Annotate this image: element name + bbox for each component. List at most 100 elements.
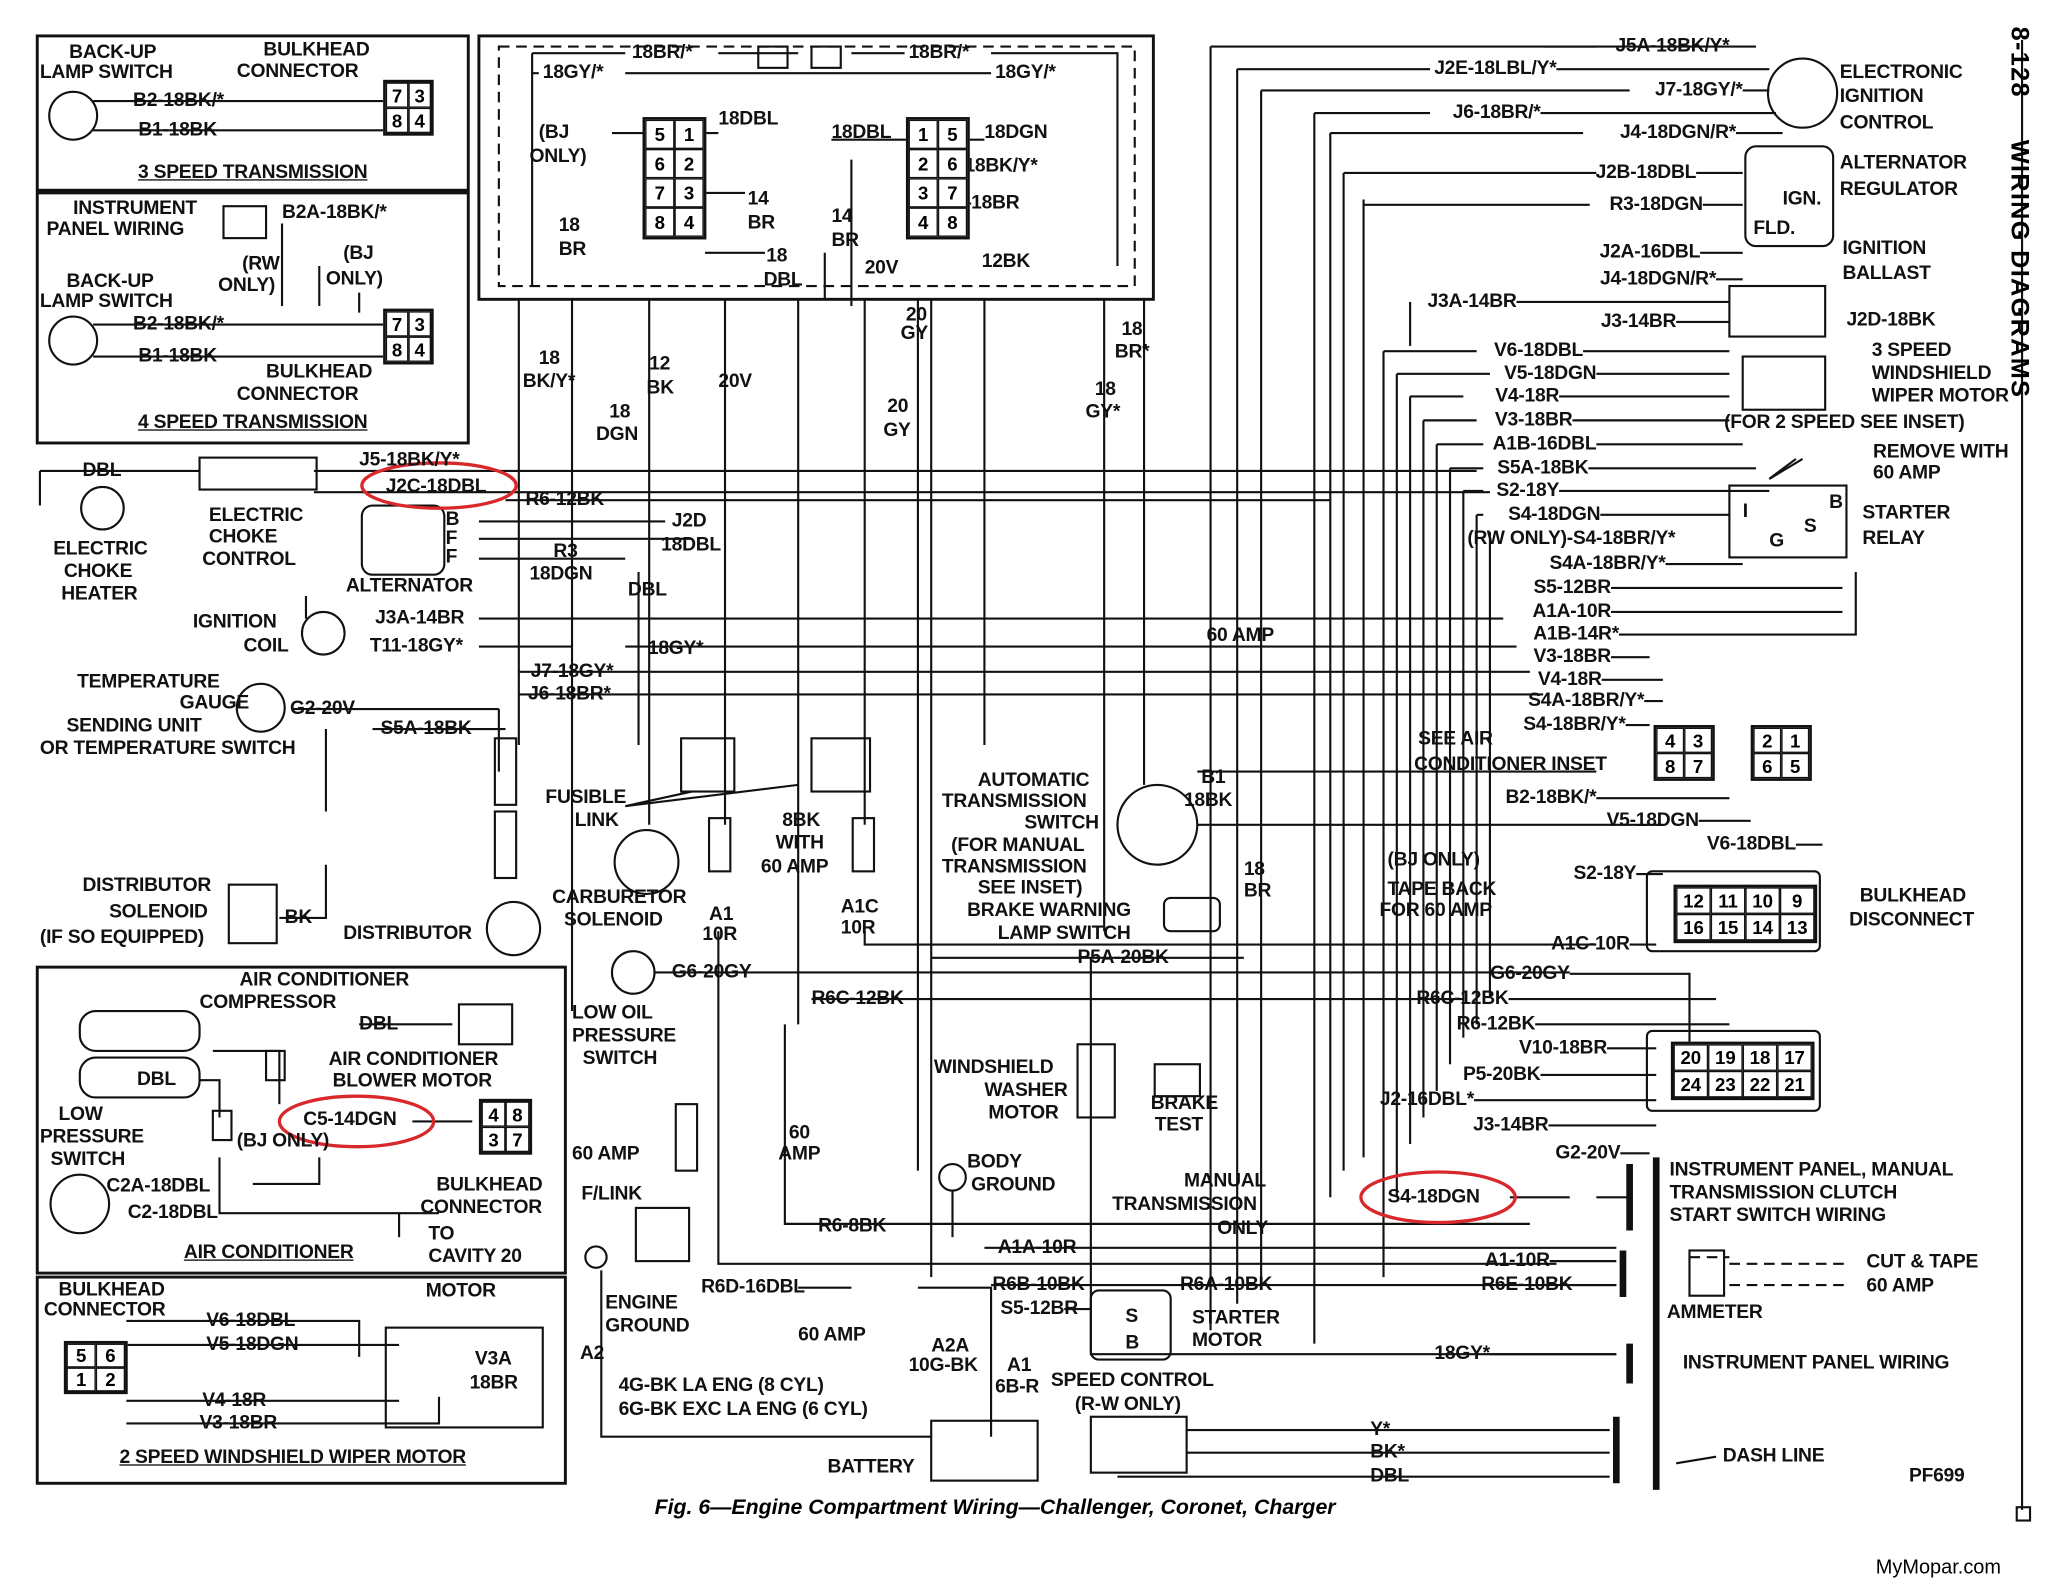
- mid-wire-label: WINDSHIELD: [933, 1057, 1054, 1079]
- ac-wire-label: DBL: [359, 1013, 399, 1035]
- mid-wire-label: A2A: [931, 1335, 970, 1357]
- top-wire-label: ONLY): [529, 146, 587, 168]
- mid-wire-label: B1: [1201, 767, 1226, 789]
- left-wire-label: IGNITION: [192, 611, 277, 633]
- mid-wire-label: 10R: [702, 924, 737, 946]
- far-wire-label: ALTERNATOR: [1839, 152, 1967, 174]
- left-wire-label: ALTERNATOR: [345, 575, 473, 597]
- mid-wire-label: S: [1125, 1306, 1139, 1328]
- connector-pin: 1: [674, 119, 704, 149]
- connector-pin: 2: [1753, 727, 1782, 753]
- right-wire-label: J4-18DGN/R*: [1600, 268, 1717, 290]
- connector-pin: 5: [937, 119, 968, 149]
- box2-wire-label: B2-18BK/*: [133, 313, 224, 335]
- top-wire-label: BK/Y*: [522, 370, 576, 393]
- box2-wire-label: B2A-18BK/*: [282, 201, 387, 224]
- right-wire-label: J2-16DBL*: [1379, 1089, 1474, 1111]
- connector-pin: 16: [1676, 913, 1711, 941]
- page-header: 8-128 WIRING DIAGRAMS: [2003, 26, 2033, 399]
- box1-wire-label: B2-18BK/*: [133, 90, 224, 112]
- far-wire-label: BULKHEAD: [1859, 885, 1966, 907]
- mid-wire-label: BK*: [1370, 1441, 1405, 1463]
- right-wire-label: A1B-14R*: [1533, 623, 1619, 645]
- mid-wire-label: TRANSMISSION: [1112, 1194, 1257, 1216]
- top-wire-label: 18: [609, 401, 631, 423]
- connector-pin: 4: [408, 107, 432, 134]
- left-wire-label: J6-18BR*: [528, 683, 611, 705]
- connector-pin: 4: [1656, 727, 1685, 753]
- mid-wire-label: 18: [1243, 859, 1265, 881]
- far-wire-label: STARTER: [1862, 502, 1951, 524]
- far-wire-label: INSTRUMENT PANEL, MANUAL: [1669, 1159, 1954, 1181]
- right-wire-label: J6-18BR/*: [1452, 102, 1541, 124]
- connector-pin: 11: [1710, 887, 1746, 914]
- mid-wire-label: BODY: [967, 1151, 1022, 1173]
- right-wire-label: (RW ONLY)-S4-18BR/Y*: [1467, 527, 1676, 550]
- mid-wire-label: AUTOMATIC: [977, 769, 1090, 792]
- right-wire-label: S4-18DGN: [1387, 1186, 1480, 1208]
- ac-wire-label: AIR CONDITIONER: [239, 969, 410, 991]
- mid-wire-label: (IF SO EQUIPPED): [39, 926, 204, 949]
- highlight-c5-14dgn: [277, 1094, 436, 1149]
- top-wire-label: 18BR/*: [631, 42, 693, 64]
- mid-wire-label: BRAKE WARNING: [967, 900, 1131, 922]
- ac-wire-label: COMPRESSOR: [199, 992, 337, 1014]
- mid-wire-label: G6-20GY: [671, 961, 752, 983]
- page-number: 8-128: [2004, 26, 2033, 98]
- connector-pin: 3: [674, 178, 704, 208]
- mid-wire-label: 4G-BK LA ENG (8 CYL): [618, 1375, 824, 1397]
- connector-pin: 7: [505, 1126, 530, 1153]
- connector-pin: 6: [937, 148, 968, 179]
- mid-wire-label: 6G-BK EXC LA ENG (6 CYL): [618, 1399, 868, 1421]
- wiper-wire-label: V5-18DGN: [206, 1333, 299, 1356]
- mid-wire-label: WITH: [775, 832, 824, 854]
- top-wire-label: 20V: [718, 370, 752, 393]
- top-wire-label: 18DBL: [718, 108, 779, 131]
- wiper-wire-label: MOTOR: [425, 1280, 496, 1303]
- left-wire-label: J3A-14BR: [375, 607, 465, 629]
- right-wire-label: V5-18DGN: [1606, 809, 1699, 832]
- connector-pin: 1: [908, 119, 938, 149]
- mid-wire-label: R6-8BK: [818, 1215, 887, 1237]
- right-wire-label: S4-18DGN: [1508, 503, 1601, 526]
- right-wire-label: S2-18Y: [1496, 479, 1560, 502]
- connector-pin: 8: [385, 107, 409, 134]
- right-wire-label: R3-18DGN: [1609, 193, 1703, 216]
- right-wire-label: A1C-10R: [1551, 933, 1630, 955]
- mid-wire-label: DISTRIBUTOR: [82, 875, 212, 897]
- box2-wire-label: LAMP SWITCH: [39, 291, 173, 313]
- ac-wire-label: CONNECTOR: [420, 1196, 542, 1219]
- mid-wire-label: 18BK: [1183, 789, 1233, 812]
- connector-pin: 6: [95, 1343, 126, 1368]
- right-wire-label: G6-20GY: [1490, 962, 1570, 985]
- wiper-wire-label: 2 SPEED WINDSHIELD WIPER MOTOR: [119, 1447, 466, 1469]
- top-wire-label: 18DBL: [831, 122, 892, 144]
- mid-wire-label: SEE INSET): [977, 877, 1083, 899]
- connector-pin: 5: [1781, 752, 1810, 779]
- box2-wire-label: BACK-UP: [66, 271, 154, 293]
- far-wire-label: IGNITION: [1839, 86, 1924, 108]
- section-title: WIRING DIAGRAMS: [2004, 139, 2033, 399]
- mid-wire-label: MANUAL: [1183, 1170, 1266, 1192]
- top-connector-box: [477, 34, 1155, 301]
- right-wire-label: R6C-12BK: [1416, 988, 1509, 1010]
- right-wire-label: J2A-16DBL: [1599, 241, 1701, 264]
- left-wire-label: R6-12BK: [525, 489, 605, 511]
- top-wire-label: 18: [1121, 318, 1143, 341]
- box2-wire-label: CONNECTOR: [236, 384, 359, 406]
- left-wire-label: DBL: [82, 459, 122, 482]
- far-wire-label: (FOR 2 SPEED SEE INSET): [1724, 412, 1965, 434]
- mid-wire-label: TRANSMISSION: [941, 791, 1087, 813]
- ac-wire-label: TO: [428, 1223, 455, 1245]
- top-wire-label: 18DGN: [984, 122, 1048, 144]
- ac-wire-label: PRESSURE: [39, 1126, 144, 1148]
- right-wire-label: G: [1769, 530, 1785, 552]
- mid-wire-label: 8BK: [782, 809, 821, 832]
- right-wire-label: TAPE BACK: [1387, 878, 1497, 901]
